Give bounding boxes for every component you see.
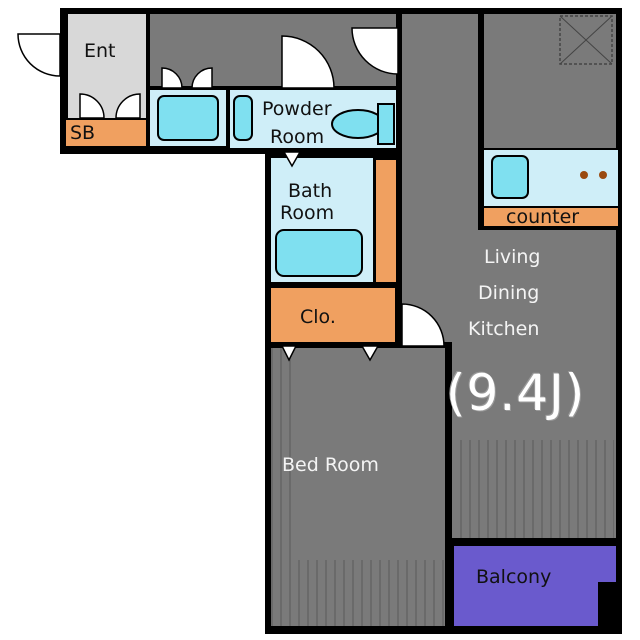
balcony-label: Balcony xyxy=(476,566,552,588)
vent-cross-2 xyxy=(559,15,613,65)
stove-burner-left xyxy=(580,171,588,179)
ldk-label-line2: Dining xyxy=(478,282,540,304)
closet-floor xyxy=(271,288,395,342)
counter-front xyxy=(484,208,618,226)
shoe-door-left-icon xyxy=(79,93,105,119)
ldk-label-line3: Kitchen xyxy=(468,318,540,340)
kitchen-upper-floor xyxy=(484,14,616,148)
shoe-box-label: SB xyxy=(70,122,96,144)
toilet-tank xyxy=(377,103,395,145)
balcony-floor xyxy=(454,546,616,626)
powder-room-label-line1: Powder xyxy=(262,98,332,120)
vent-hood xyxy=(559,15,613,65)
toilet-bowl xyxy=(331,109,385,139)
closet-label: Clo. xyxy=(300,306,336,328)
closet-door-left-icon xyxy=(280,345,298,362)
balcony-corner xyxy=(598,582,622,634)
ldk-label-line1: Living xyxy=(484,246,541,268)
hall-door-icon xyxy=(281,35,335,89)
laundry-door-right-icon xyxy=(191,67,213,89)
entrance-door-icon xyxy=(17,33,61,77)
shoe-door-right-icon xyxy=(115,93,141,119)
bath-room-label-line2: Room xyxy=(280,202,335,224)
powder-room-label-line2: Room xyxy=(270,126,325,148)
ldk-floor-hatched xyxy=(454,440,614,538)
stove-burner-right xyxy=(599,171,607,179)
bedroom-door-icon xyxy=(401,303,445,347)
hallway-floor xyxy=(150,14,396,88)
laundry-door-left-icon xyxy=(161,67,183,89)
ldk-floor xyxy=(402,14,616,538)
washing-machine xyxy=(157,95,219,141)
bath-door-icon xyxy=(282,151,302,168)
ldk-size-label: (9.4J) xyxy=(446,364,586,422)
counter-label: counter xyxy=(506,206,580,228)
vanity-sink xyxy=(233,95,253,141)
bath-storage xyxy=(376,160,396,282)
kitchen-sink xyxy=(491,155,529,199)
bed-room-hatched-left xyxy=(271,348,291,626)
bed-room-hatched-bottom xyxy=(291,560,445,626)
entrance-label: Ent xyxy=(84,40,116,62)
doors xyxy=(17,27,445,362)
bath-room-label-line1: Bath xyxy=(288,180,333,202)
shoe-box xyxy=(66,120,146,146)
bathtub xyxy=(275,229,363,277)
bed-room-label: Bed Room xyxy=(282,454,379,476)
closet-door-right-icon xyxy=(360,345,380,362)
ldk-door-icon xyxy=(351,27,399,75)
